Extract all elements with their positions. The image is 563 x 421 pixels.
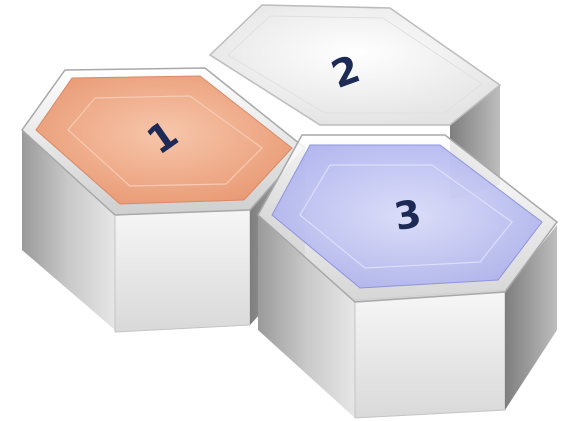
hexagon-1-front	[115, 205, 250, 332]
hexagon-3-front	[355, 290, 505, 418]
hexagon-3: 3	[258, 135, 557, 418]
